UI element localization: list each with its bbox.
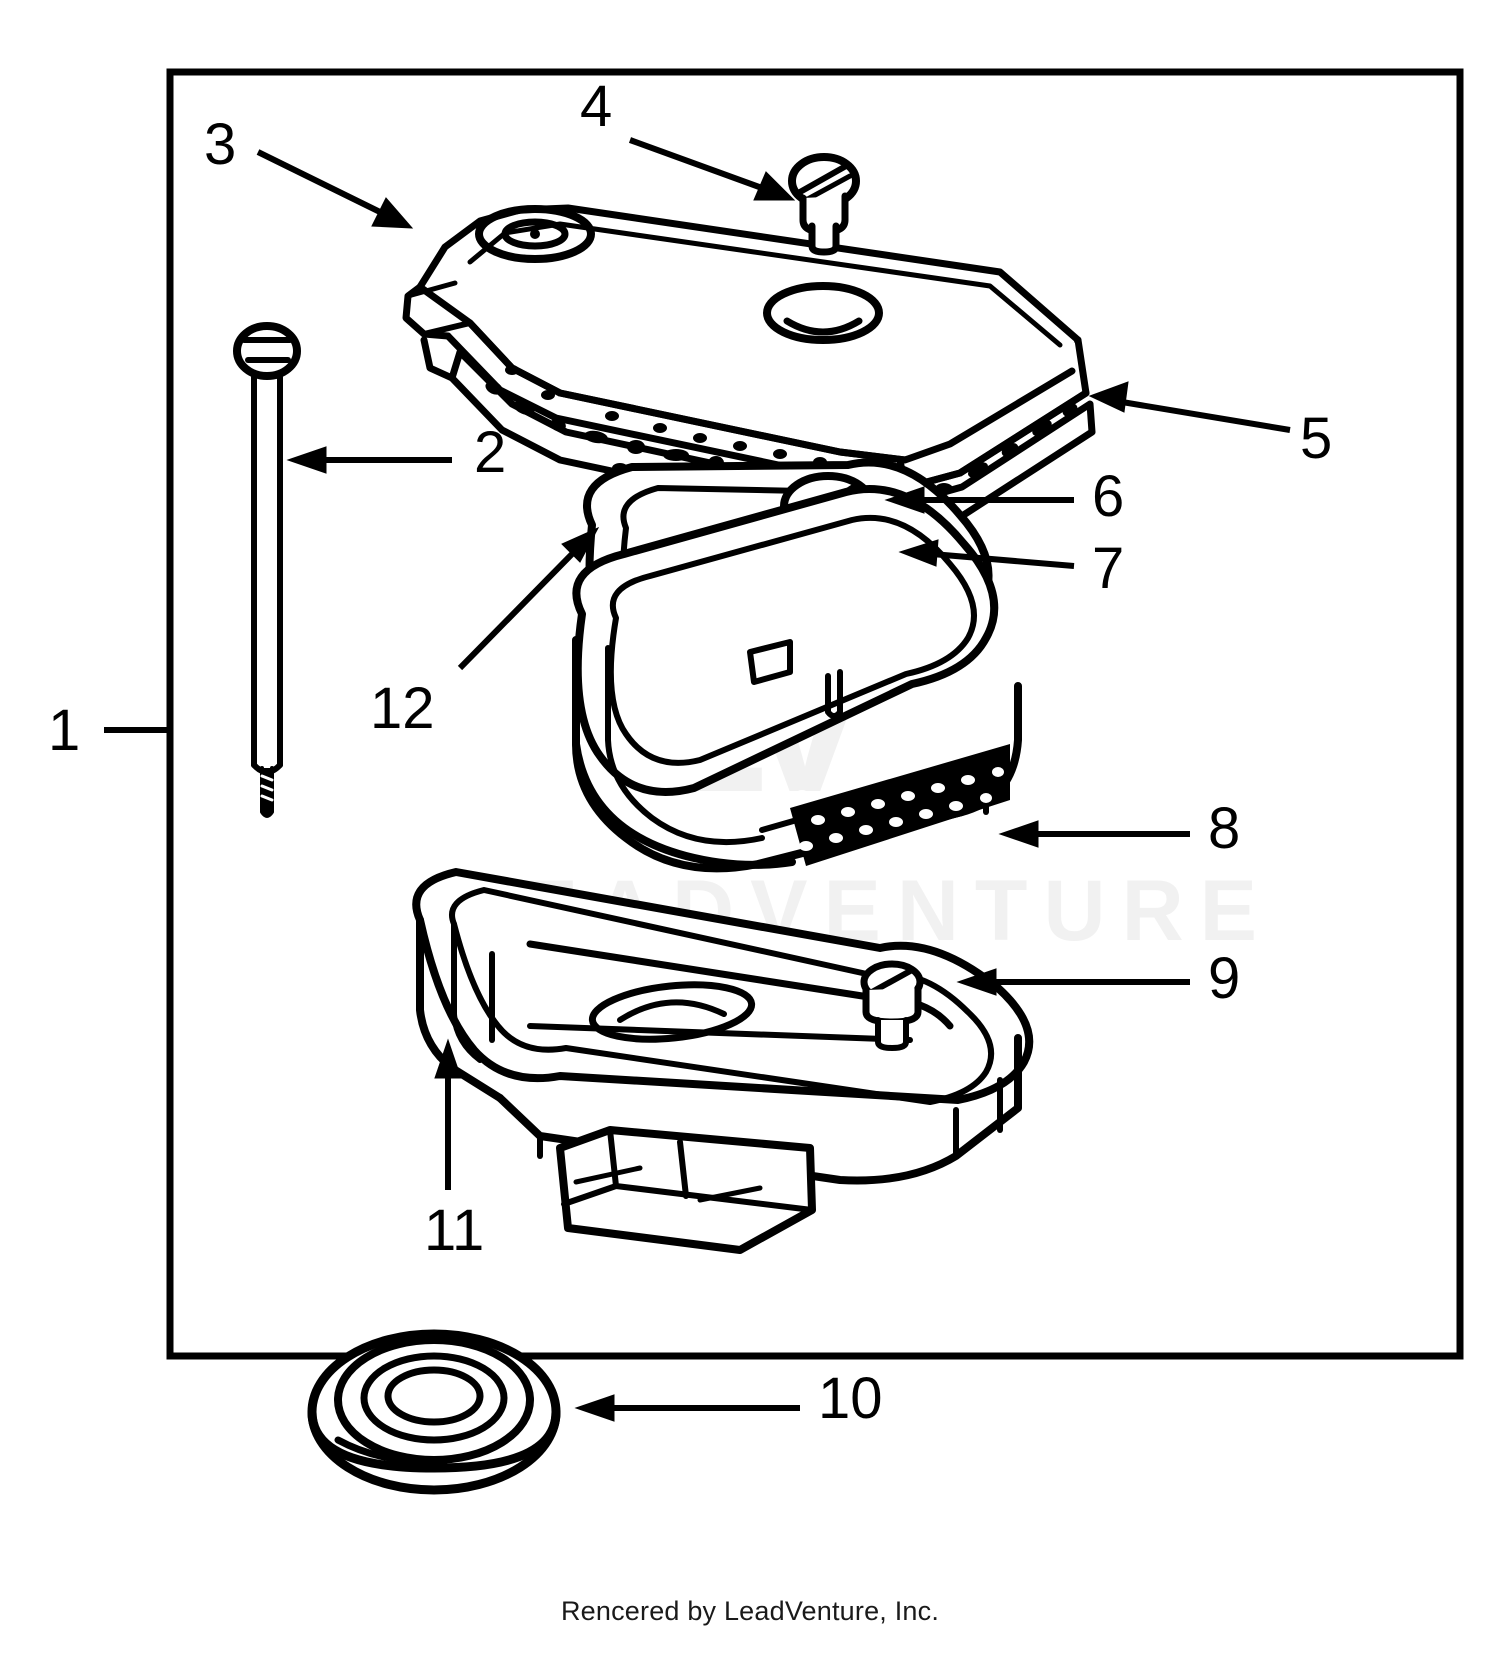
part-long-stud-screw bbox=[233, 322, 301, 818]
diagram-border bbox=[166, 68, 1464, 1360]
leader-9 bbox=[956, 968, 1190, 996]
leader-7 bbox=[898, 539, 1075, 569]
part-filter-element bbox=[572, 485, 1022, 877]
leader-8 bbox=[998, 820, 1190, 848]
leader-3 bbox=[256, 149, 414, 229]
callout-label-4[interactable]: 4 bbox=[580, 74, 613, 139]
part-base-screw bbox=[860, 960, 924, 1051]
part-cover-screw bbox=[788, 153, 860, 256]
callout-label-3[interactable]: 3 bbox=[204, 112, 237, 177]
leader-5 bbox=[1088, 381, 1291, 433]
callout-label-8[interactable]: 8 bbox=[1208, 796, 1241, 861]
leader-4 bbox=[628, 137, 796, 201]
leader-6 bbox=[884, 486, 1074, 514]
callout-label-5[interactable]: 5 bbox=[1300, 406, 1333, 471]
leader-2 bbox=[286, 446, 452, 474]
callout-label-1[interactable]: 1 bbox=[48, 698, 81, 763]
callout-label-10[interactable]: 10 bbox=[818, 1366, 883, 1431]
callout-label-12[interactable]: 12 bbox=[370, 676, 435, 741]
callout-label-2[interactable]: 2 bbox=[474, 420, 507, 485]
callout-label-7[interactable]: 7 bbox=[1092, 536, 1125, 601]
callout-label-6[interactable]: 6 bbox=[1092, 464, 1125, 529]
callout-label-11[interactable]: 11 bbox=[424, 1198, 485, 1263]
leader-11 bbox=[434, 1038, 462, 1190]
footer-credit: Rencered by LeadVenture, Inc. bbox=[560, 1596, 940, 1626]
leader-10 bbox=[574, 1394, 800, 1422]
part-air-cleaner-base bbox=[412, 868, 1034, 1254]
leader-12 bbox=[457, 526, 600, 671]
part-spacer-ring bbox=[307, 1329, 561, 1495]
callout-label-9[interactable]: 9 bbox=[1208, 946, 1241, 1011]
